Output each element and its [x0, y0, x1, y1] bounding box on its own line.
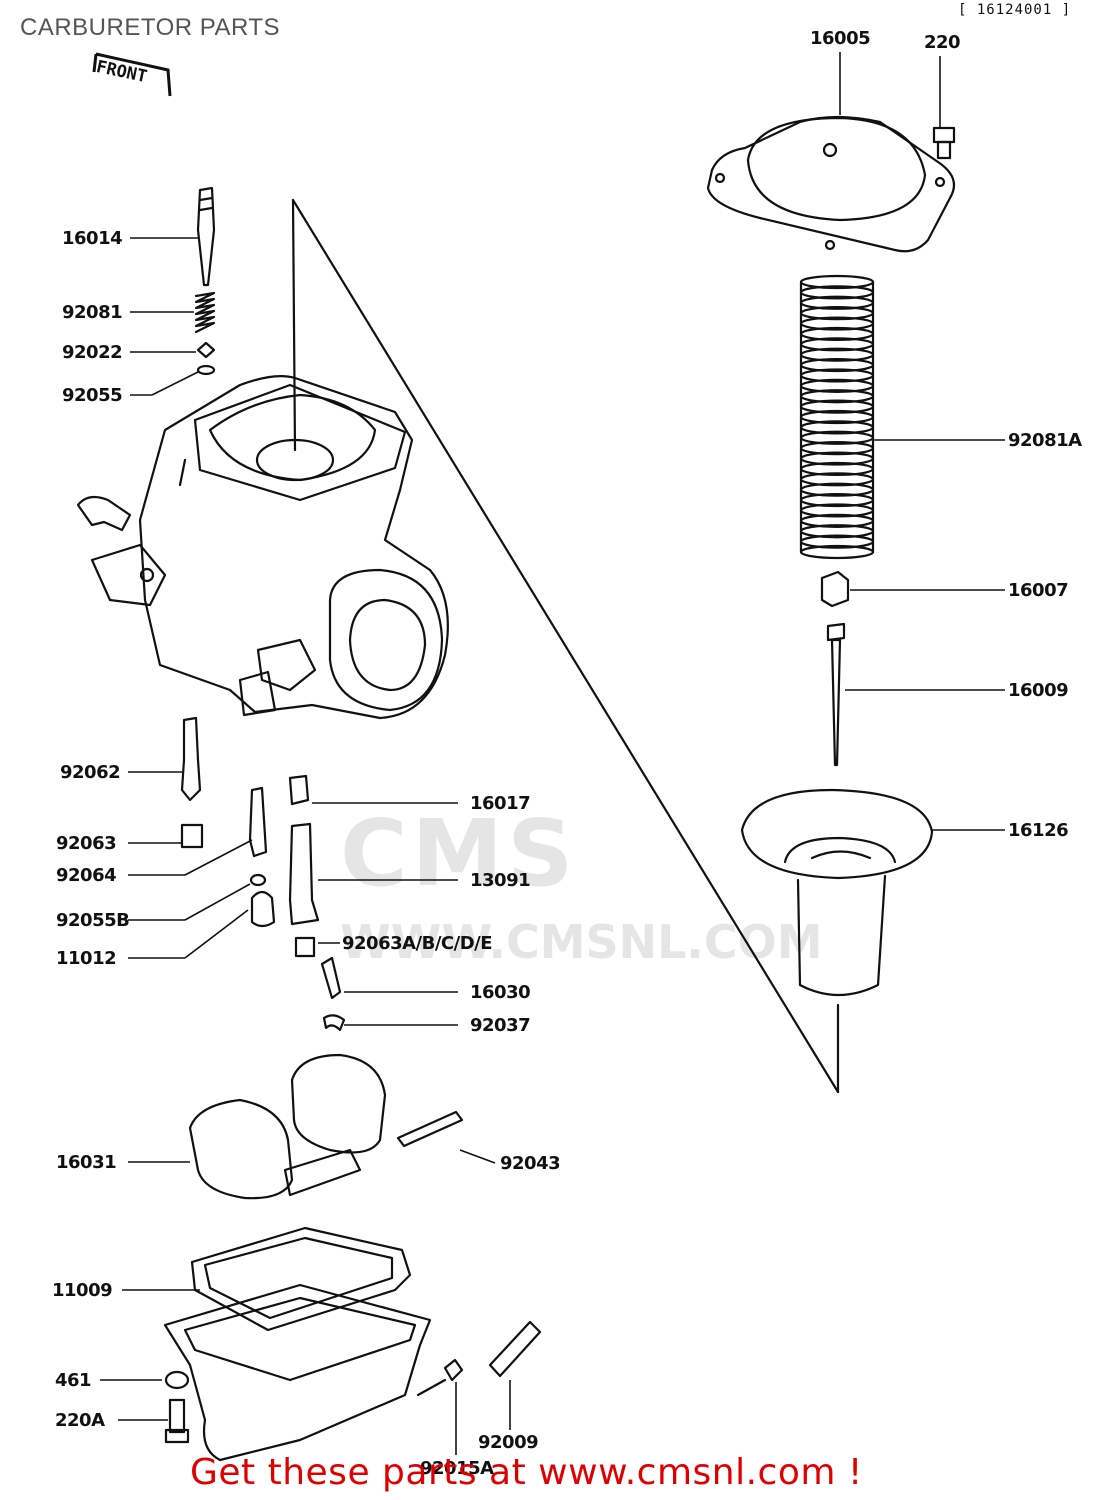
callout-92015A: 92015A	[420, 1458, 494, 1479]
callout-16017: 16017	[470, 793, 531, 814]
main-jet-92063A-part	[294, 936, 316, 958]
float-bowl-part	[163, 1283, 432, 1462]
callout-16031: 16031	[56, 1152, 117, 1173]
promo-link[interactable]: Get these parts at www.cmsnl.com !	[190, 1452, 863, 1493]
callout-16030: 16030	[470, 982, 531, 1003]
watermark-url: WWW.CMSNL.COM	[340, 915, 823, 969]
pin-92043-part	[396, 1110, 464, 1148]
assembly-line	[291, 198, 840, 1094]
callout-92063A: 92063A/B/C/D/E	[342, 933, 493, 954]
top-cover-part	[706, 115, 956, 253]
washer-92015A-part	[443, 1358, 464, 1382]
gasket-11009-part	[190, 1226, 412, 1332]
callout-92055: 92055	[62, 385, 123, 406]
callout-16009: 16009	[1008, 680, 1069, 701]
jet-92063-part	[180, 823, 204, 849]
jet-holder-92062-part	[180, 716, 202, 802]
washer-92022-part	[196, 341, 216, 359]
callout-92055B: 92055B	[56, 910, 130, 931]
callout-92009: 92009	[478, 1432, 539, 1453]
screw-220A-part	[164, 1398, 190, 1444]
drawing-reference: [ 16124001 ]	[958, 2, 1072, 18]
page-title: CARBURETOR PARTS	[20, 14, 281, 41]
front-tag-frame	[92, 52, 172, 97]
oring-92055B-part	[249, 873, 267, 887]
pilot-jet-92064-part	[248, 786, 268, 858]
pilot-screw-part	[196, 186, 216, 287]
front-direction-tag: FRONT	[92, 52, 172, 98]
callout-92081A: 92081A	[1008, 430, 1082, 451]
callout-92062: 92062	[60, 762, 121, 783]
callout-220A: 220A	[55, 1410, 105, 1431]
float-valve-16030-part	[320, 956, 342, 1000]
needle-jet-16017-part	[288, 774, 310, 806]
drain-screw-92009-part	[488, 1320, 542, 1378]
jet-needle-part	[826, 622, 846, 767]
watermark-logo: CMS	[340, 800, 578, 907]
callout-92022: 92022	[62, 342, 123, 363]
callout-11009: 11009	[52, 1280, 113, 1301]
washer-461-part	[164, 1370, 190, 1390]
callout-11012: 11012	[56, 948, 117, 969]
carburetor-body-part	[76, 375, 449, 720]
main-jet-holder-13091-part	[288, 822, 320, 926]
callout-16007: 16007	[1008, 580, 1069, 601]
diaphragm-piston-part	[740, 788, 934, 997]
callout-92063: 92063	[56, 833, 117, 854]
leader-lines	[100, 52, 1005, 1455]
callout-92037: 92037	[470, 1015, 531, 1036]
spring-92081-part	[194, 291, 216, 334]
callout-92081: 92081	[62, 302, 123, 323]
assembly-line-drain	[416, 1378, 447, 1397]
callout-16005: 16005	[810, 28, 871, 49]
callout-220: 220	[924, 32, 961, 53]
clip-92037-part	[322, 1014, 346, 1032]
spring-92081A-part	[799, 274, 875, 560]
oring-92055-part	[196, 364, 216, 376]
needle-holder-part	[820, 570, 850, 608]
callout-92043: 92043	[500, 1153, 561, 1174]
callout-16126: 16126	[1008, 820, 1069, 841]
callout-461: 461	[55, 1370, 92, 1391]
callout-13091: 13091	[470, 870, 531, 891]
callout-16014: 16014	[62, 228, 123, 249]
cap-11012-part	[250, 890, 276, 928]
callout-92064: 92064	[56, 865, 117, 886]
spring-outline	[799, 280, 875, 554]
screw-220-part	[932, 126, 956, 160]
float-16031-part	[188, 1053, 387, 1200]
